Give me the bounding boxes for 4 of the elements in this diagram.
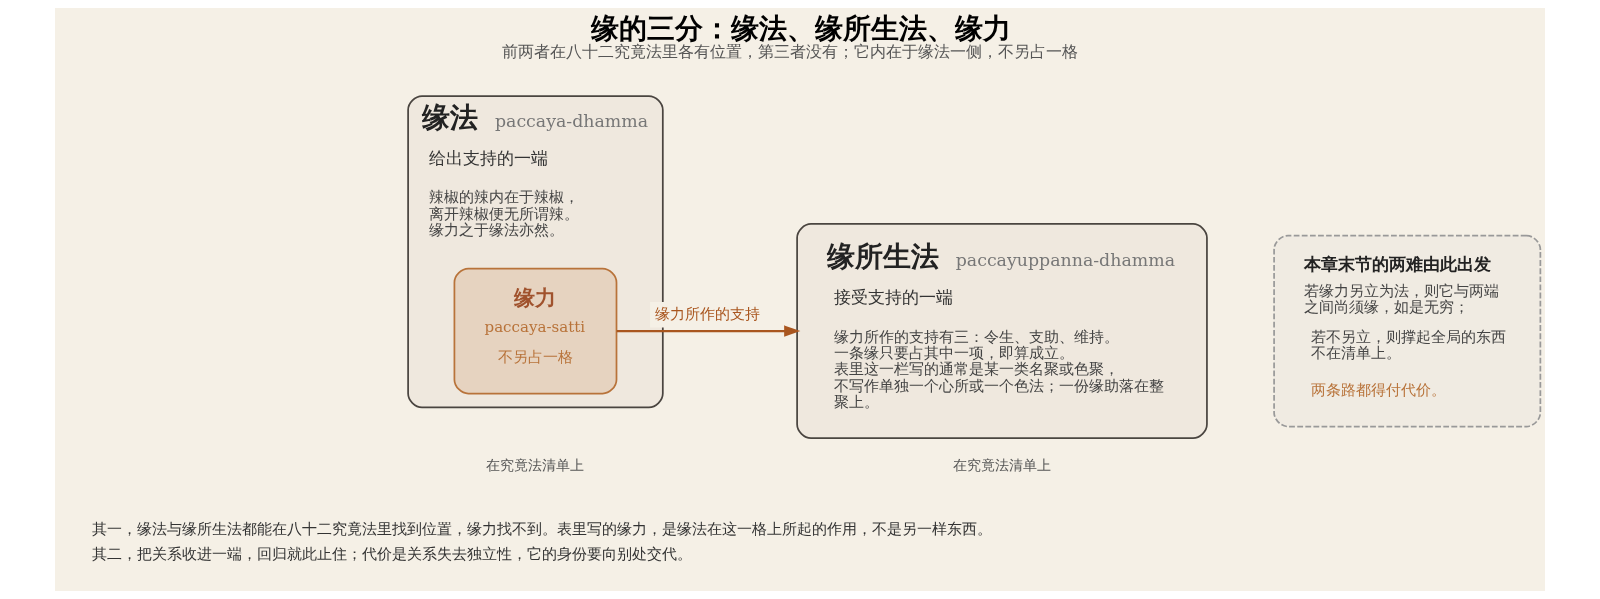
label: 其一，缘法与缘所生法都能在八十二究竟法里找到位置，缘力找不到。表里写的缘力，是缘法在这一格上所起的作用，不是另一样东西。 — [92, 519, 993, 538]
node-label: 在究竟法清单上 — [486, 456, 585, 473]
label: 其二，把关系收进一端，回归就此止住；代价是关系失去独立性，它的身份要向别处交代。 — [92, 545, 693, 564]
node-label: 在究竟法清单上 — [953, 456, 1052, 473]
